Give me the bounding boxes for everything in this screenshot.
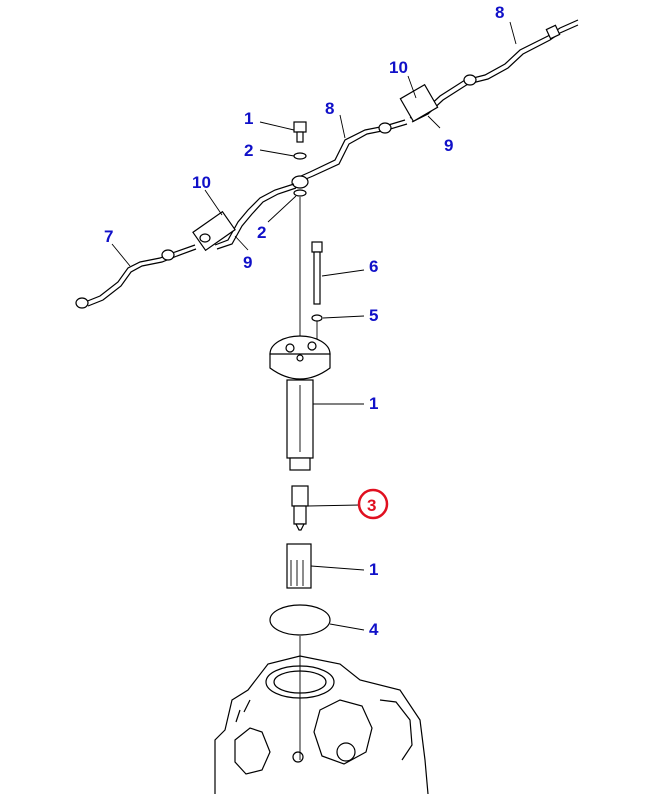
- label-2-middle: 2: [257, 223, 266, 242]
- cylinder-head: [214, 655, 429, 794]
- label-5: 5: [369, 306, 378, 325]
- label-7: 7: [104, 227, 113, 246]
- washer-2-top: [293, 152, 307, 160]
- washer-2-mid: [293, 189, 307, 197]
- washer-5: [311, 314, 323, 322]
- label-10-left: 10: [192, 173, 211, 192]
- gasket-4: [269, 604, 331, 636]
- nozzle-nut-1: [286, 543, 312, 589]
- label-1-holder: 1: [369, 394, 378, 413]
- label-9-right: 9: [444, 136, 453, 155]
- label-6: 6: [369, 257, 378, 276]
- bolt-1-top: [293, 121, 307, 143]
- label-8-middle: 8: [325, 99, 334, 118]
- label-1-bolt: 1: [244, 109, 253, 128]
- label-3: 3: [367, 496, 376, 515]
- label-9-left: 9: [243, 253, 252, 272]
- leader-lines: [111, 21, 517, 631]
- label-3-highlight-ring: [357, 488, 389, 520]
- fuel-line-8-middle: [291, 119, 408, 189]
- label-2-top: 2: [244, 141, 253, 160]
- part-labels: 8 10 9 1 2 8 10 2 9 7 6 5 1 3 1 4: [104, 3, 504, 639]
- fuel-line-7: [75, 244, 197, 309]
- label-4: 4: [369, 620, 379, 639]
- label-10-right: 10: [389, 58, 408, 77]
- injector-holder-1: [269, 335, 331, 471]
- fuel-line-left-section: [192, 183, 297, 252]
- bolt-6: [311, 241, 323, 305]
- fuel-line-8-upper: [399, 19, 579, 123]
- nozzle-3: [291, 485, 309, 531]
- label-8-top: 8: [495, 3, 504, 22]
- label-1-nut: 1: [369, 560, 378, 579]
